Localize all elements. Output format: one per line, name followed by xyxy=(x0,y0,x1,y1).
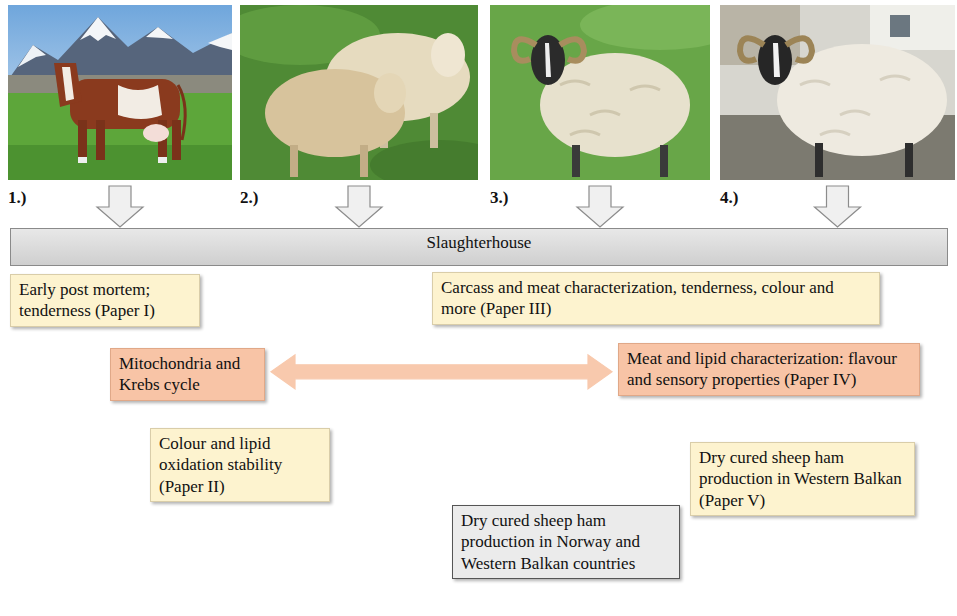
box-text: Meat and lipid characterization: flavour… xyxy=(627,348,911,391)
paper-box: Dry cured sheep ham production in Wester… xyxy=(690,442,915,516)
ram-photo xyxy=(490,5,710,180)
block-arrow xyxy=(271,355,612,389)
box-text: Carcass and meat characterization, tende… xyxy=(441,277,871,320)
photo-frame: 2.) xyxy=(240,5,478,180)
photo-frame: 3.) xyxy=(490,5,710,180)
paper-box: Meat and lipid characterization: flavour… xyxy=(618,343,920,396)
topic-box: Mitochondria and Krebs cycle xyxy=(110,348,265,401)
block-arrow xyxy=(97,186,143,227)
block-arrow xyxy=(815,186,861,227)
paper-box: Early post mortem; tenderness (Paper I) xyxy=(10,274,200,327)
stage-band: Slaughterhouse xyxy=(10,228,948,266)
ram-photo xyxy=(720,5,955,180)
summary-box: Dry cured sheep ham production in Norway… xyxy=(452,505,680,579)
callout-number: 1.) xyxy=(8,187,26,208)
photo-frame: 4.) xyxy=(720,5,955,180)
box-text: Mitochondria and Krebs cycle xyxy=(119,353,256,396)
callout-number: 2.) xyxy=(240,187,258,208)
box-text: Dry cured sheep ham production in Norway… xyxy=(461,510,671,574)
callout-number: 4.) xyxy=(720,187,738,208)
block-arrow xyxy=(577,186,623,227)
box-text: Slaughterhouse xyxy=(11,229,947,257)
box-text: Colour and lipid oxidation stability (Pa… xyxy=(159,433,321,497)
sheep-photo xyxy=(240,5,478,180)
paper-box: Colour and lipid oxidation stability (Pa… xyxy=(150,428,330,502)
photo-frame: 1.) xyxy=(8,5,232,180)
box-text: Dry cured sheep ham production in Wester… xyxy=(699,447,906,511)
cow-photo xyxy=(8,5,232,180)
box-text: Early post mortem; tenderness (Paper I) xyxy=(19,279,191,322)
block-arrow xyxy=(336,186,382,227)
paper-box: Carcass and meat characterization, tende… xyxy=(432,272,880,325)
callout-number: 3.) xyxy=(490,187,508,208)
